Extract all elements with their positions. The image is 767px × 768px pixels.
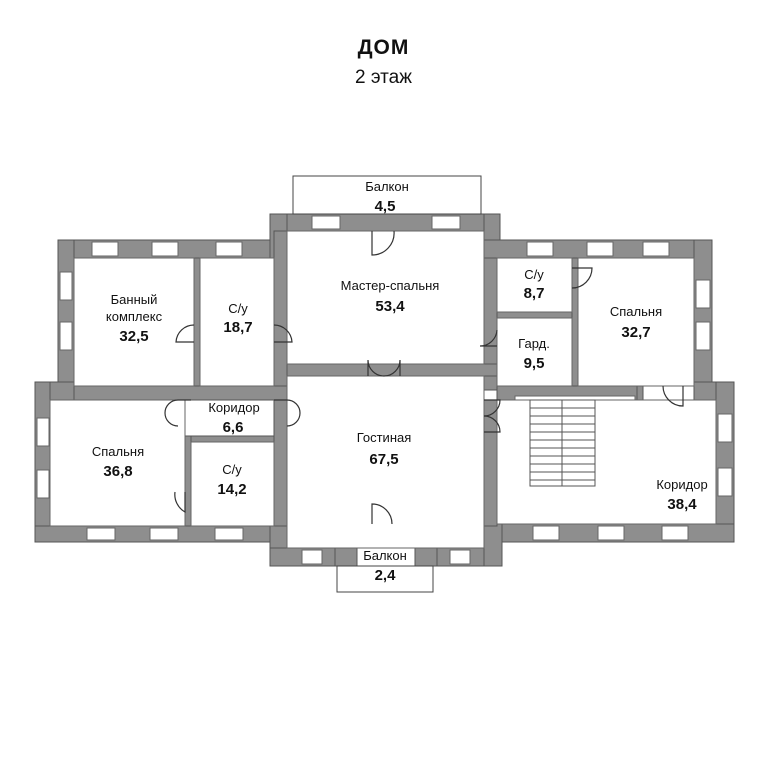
room-fills bbox=[49, 175, 717, 593]
plan-title: ДОМ bbox=[357, 36, 410, 59]
bedroom-left-label: Спальня bbox=[92, 444, 144, 459]
bedroom-right-area: 32,7 bbox=[621, 324, 650, 341]
balcony-top-area: 4,5 bbox=[375, 198, 396, 215]
staircase bbox=[529, 399, 596, 487]
floor-subtitle: 2 этаж bbox=[355, 67, 412, 88]
balcony-bottom-area: 2,4 bbox=[375, 567, 397, 584]
living-area: 67,5 bbox=[369, 451, 398, 468]
bath-right-area: 8,7 bbox=[524, 285, 545, 302]
corridor-right-area: 38,4 bbox=[667, 496, 697, 513]
master-area: 53,4 bbox=[375, 298, 405, 315]
corridor-left-label: Коридор bbox=[208, 400, 259, 415]
bath-left-label: С/у bbox=[228, 301, 248, 316]
bath-small-area: 14,2 bbox=[217, 481, 246, 498]
banya-label-line2: комплекс bbox=[106, 309, 163, 324]
bath-small-label: С/у bbox=[222, 462, 242, 477]
bath-right-label: С/у bbox=[524, 267, 544, 282]
living-label: Гостиная bbox=[357, 430, 412, 445]
bedroom-left-area: 36,8 bbox=[103, 463, 132, 480]
banya-area: 32,5 bbox=[119, 328, 148, 345]
bedroom-right-label: Спальня bbox=[610, 304, 662, 319]
windows bbox=[36, 215, 733, 565]
doors bbox=[164, 230, 684, 525]
corridor-left-area: 6,6 bbox=[223, 419, 244, 436]
balcony-bottom-label: Балкон bbox=[363, 548, 407, 563]
banya-label-line1: Банный bbox=[111, 292, 158, 307]
bath-left-area: 18,7 bbox=[223, 319, 252, 336]
wardrobe-label: Гард. bbox=[518, 336, 550, 351]
wardrobe-area: 9,5 bbox=[524, 355, 545, 372]
balcony-top-label: Балкон bbox=[365, 179, 409, 194]
corridor-right-label: Коридор bbox=[656, 477, 707, 492]
master-label: Мастер-спальня bbox=[341, 278, 440, 293]
